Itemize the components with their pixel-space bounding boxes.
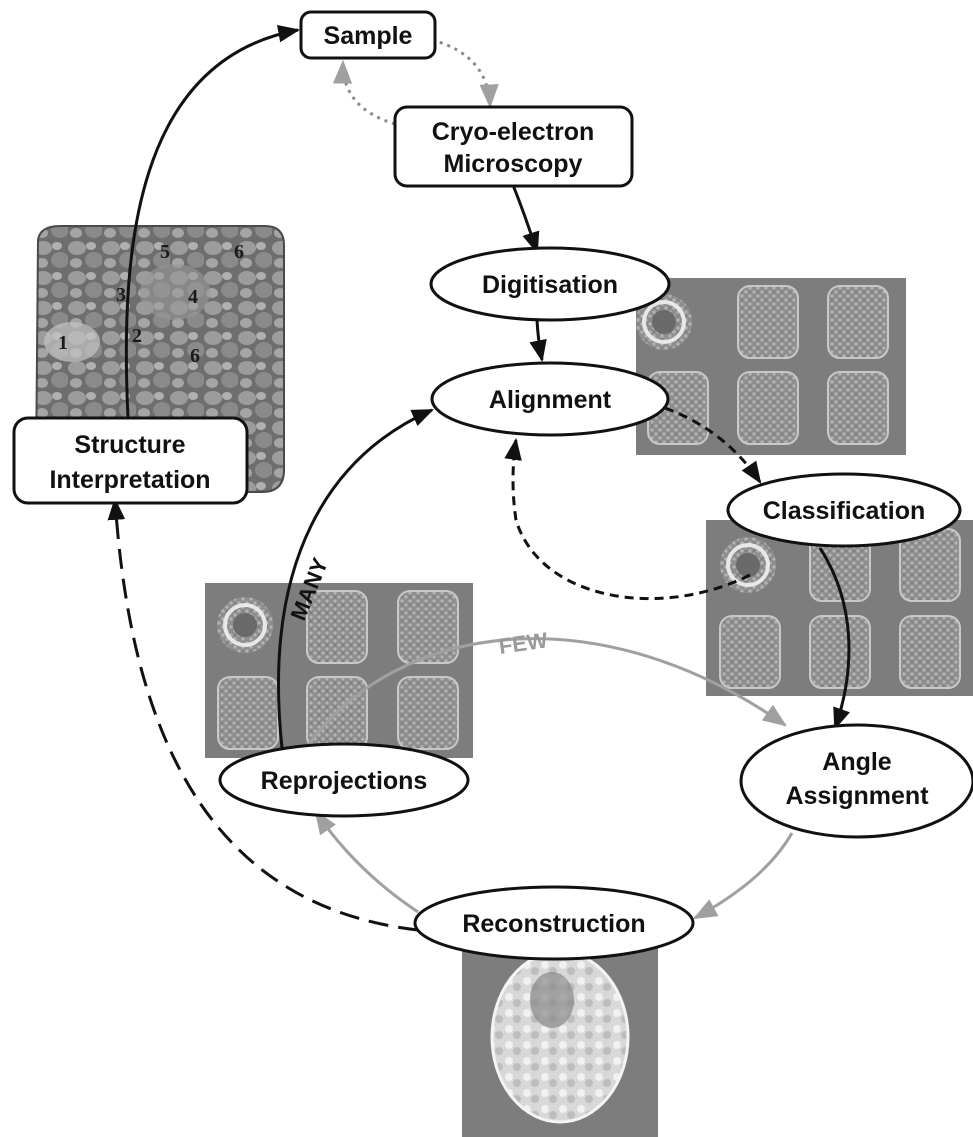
node-reprojections: Reprojections: [218, 742, 470, 818]
node-structure-label-line1: Structure: [74, 431, 185, 459]
arrow-angle-to-reconstruction: [692, 832, 794, 920]
class-averages-panel: [706, 520, 973, 696]
particle-images-panel-top: [634, 278, 906, 455]
arrow-reprojections-to-angle: [306, 637, 787, 746]
subunit-number: 6: [190, 345, 200, 367]
subunit-number: 3: [116, 284, 126, 306]
edge-label-few: FEW: [497, 627, 549, 659]
arrow-alignment-to-classification: [664, 406, 762, 484]
node-structure-interpretation: Structure Interpretation: [12, 416, 249, 505]
node-angle-label-line1: Angle: [822, 748, 892, 776]
node-sample: Sample: [299, 10, 437, 60]
node-cryo-label-line2: Microscopy: [444, 150, 583, 178]
arrow-reconstruction-to-reprojections: [314, 810, 419, 914]
node-alignment-label: Alignment: [489, 386, 612, 414]
node-angle-label-line2: Assignment: [785, 782, 929, 810]
node-structure-label-line2: Interpretation: [49, 466, 210, 494]
arrow-classification-to-angle: [818, 547, 851, 731]
arrow-cryo-to-sample: [332, 59, 396, 126]
node-reconstruction: Reconstruction: [413, 885, 695, 961]
subunit-number: 2: [132, 325, 142, 347]
node-digitisation: Digitisation: [429, 246, 671, 322]
subunit-number: 5: [160, 241, 170, 263]
reconstruction-render: [462, 933, 658, 1137]
arrow-structure-to-sample: [124, 24, 301, 419]
node-classification-label: Classification: [763, 497, 926, 525]
subunit-number: 6: [234, 241, 244, 263]
subunit-number: 4: [188, 286, 198, 308]
node-sample-label: Sample: [324, 22, 413, 50]
node-alignment: Alignment: [430, 361, 670, 437]
subunit-number: 1: [58, 332, 68, 354]
arrow-digitisation-to-alignment: [529, 319, 547, 363]
arrow-reprojections-to-alignment: [277, 408, 435, 749]
arrow-cryo-to-digitisation: [511, 184, 540, 255]
node-digitisation-label: Digitisation: [482, 271, 618, 299]
node-angle-assignment: Angle Assignment: [739, 723, 973, 839]
arrow-sample-to-cryo: [431, 38, 499, 109]
node-classification: Classification: [726, 472, 962, 548]
arrow-reconstruction-to-structure: [107, 497, 419, 932]
node-cryo-em: Cryo-electron Microscopy: [393, 105, 634, 188]
node-reconstruction-label: Reconstruction: [462, 910, 645, 938]
reprojections-panel: [205, 583, 473, 758]
node-reprojections-label: Reprojections: [261, 767, 428, 795]
node-cryo-label-line1: Cryo-electron: [432, 118, 595, 146]
